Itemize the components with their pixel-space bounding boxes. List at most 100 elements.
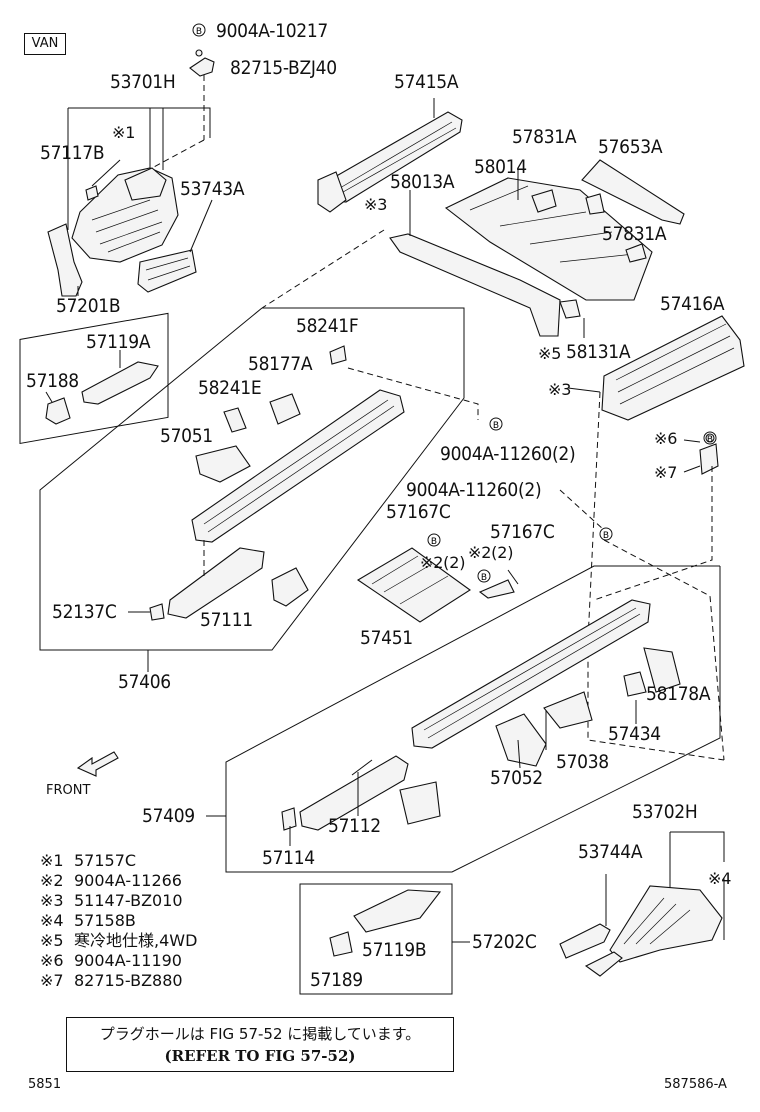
label-9004a-10217[interactable]: 9004A-10217: [216, 20, 328, 42]
part-53701h-drawing: [47, 107, 213, 297]
label-57038[interactable]: 57038: [556, 751, 609, 773]
ref-mark-3-top: ※3: [364, 195, 388, 214]
label-57434[interactable]: 57434: [608, 723, 661, 745]
label-57111[interactable]: 57111: [200, 609, 253, 631]
ref-mark-2-a: ※2(2): [420, 553, 466, 572]
label-57406[interactable]: 57406: [118, 671, 171, 693]
legend-row: ※5 寒冷地仕様,4WD: [40, 931, 197, 951]
svg-text:B: B: [481, 573, 487, 583]
svg-text:B: B: [431, 537, 437, 547]
part-57119b-drawing: [329, 889, 442, 957]
legend-mark: ※5: [40, 931, 64, 950]
label-57451[interactable]: 57451: [360, 627, 413, 649]
label-57201b[interactable]: 57201B: [56, 295, 121, 317]
legend-row: ※2 9004A-11266: [40, 871, 197, 891]
footer-figure-code: 587586-A: [664, 1077, 727, 1092]
label-53744a[interactable]: 53744A: [578, 841, 643, 863]
part-57451-drawing: [356, 547, 519, 623]
part-57409-drawing: [281, 599, 681, 831]
svg-text:B: B: [603, 531, 609, 541]
ref-circles: B B B B B B: [192, 23, 717, 583]
label-57409[interactable]: 57409: [142, 805, 195, 827]
ref-mark-4: ※4: [708, 869, 732, 888]
legend-row: ※3 51147-BZ010: [40, 891, 197, 911]
label-58241e[interactable]: 58241E: [198, 377, 262, 399]
legend-mark: ※2: [40, 871, 64, 890]
ref-mark-3-mid: ※3: [548, 380, 572, 399]
label-53701h[interactable]: 53701H: [110, 71, 176, 93]
label-82715-bzj40[interactable]: 82715-BZJ40: [230, 57, 337, 79]
legend-text: 9004A-11190: [74, 951, 182, 970]
footer-page-code: 5851: [28, 1077, 62, 1092]
note-line-japanese: プラグホールは FIG 57-52 に掲載しています。: [99, 1025, 421, 1043]
legend-mark: ※7: [40, 971, 64, 990]
legend-row: ※1 57157C: [40, 851, 197, 871]
legend-text: 51147-BZ010: [74, 891, 183, 910]
note-box: プラグホールは FIG 57-52 に掲載しています。 (REFER TO FI…: [66, 1017, 454, 1072]
note-line-english: (REFER TO FIG 57-52): [164, 1047, 356, 1065]
vehicle-variant-badge: VAN: [24, 33, 66, 55]
legend-text: 57157C: [74, 851, 137, 870]
legend-text: 9004A-11266: [74, 871, 182, 890]
label-57415a[interactable]: 57415A: [394, 71, 459, 93]
label-53702h[interactable]: 53702H: [632, 801, 698, 823]
legend-row: ※6 9004A-11190: [40, 951, 197, 971]
svg-text:B: B: [493, 421, 499, 431]
label-57189[interactable]: 57189: [310, 969, 363, 991]
part-57119a-drawing: [45, 350, 159, 425]
label-58013a[interactable]: 58013A: [390, 171, 455, 193]
part-58013a-drawing: [389, 189, 647, 337]
label-53743a[interactable]: 53743A: [180, 178, 245, 200]
label-57188[interactable]: 57188: [26, 370, 79, 392]
part-57416a-drawing: [601, 315, 745, 475]
legend-text: 57158B: [74, 911, 136, 930]
label-57051[interactable]: 57051: [160, 425, 213, 447]
part-57406-drawing: [149, 345, 405, 621]
label-57112[interactable]: 57112: [328, 815, 381, 837]
label-57831a-mid[interactable]: 57831A: [602, 223, 667, 245]
legend-text: 82715-BZ880: [74, 971, 183, 990]
legend-mark: ※3: [40, 891, 64, 910]
part-57653a-drawing: [581, 159, 685, 225]
label-58178a[interactable]: 58178A: [646, 683, 711, 705]
label-57653a[interactable]: 57653A: [598, 136, 663, 158]
legend-text: 寒冷地仕様,4WD: [74, 931, 198, 950]
label-9004a-11260-a[interactable]: 9004A-11260(2): [440, 443, 576, 465]
label-57831a-top[interactable]: 57831A: [512, 126, 577, 148]
label-57167c-a[interactable]: 57167C: [386, 501, 451, 523]
part-57415a-drawing: [317, 98, 463, 213]
front-arrow-icon: [76, 751, 119, 777]
label-52137c[interactable]: 52137C: [52, 601, 117, 623]
label-57052[interactable]: 57052: [490, 767, 543, 789]
label-57119a[interactable]: 57119A: [86, 331, 151, 353]
ref-mark-7: ※7: [654, 463, 678, 482]
svg-text:B: B: [196, 27, 202, 37]
legend-mark: ※6: [40, 951, 64, 970]
ref-mark-6: ※6: [654, 429, 678, 448]
legend-mark: ※4: [40, 911, 64, 930]
label-58177a[interactable]: 58177A: [248, 353, 313, 375]
label-57167c-b[interactable]: 57167C: [490, 521, 555, 543]
bracket-82715-drawing: [151, 49, 215, 169]
label-9004a-11260-b[interactable]: 9004A-11260(2): [406, 479, 542, 501]
ref-mark-1: ※1: [112, 123, 136, 142]
leader-lines: [128, 170, 725, 940]
svg-text:B: B: [707, 435, 713, 445]
label-57114[interactable]: 57114: [262, 847, 315, 869]
ref-mark-5: ※5: [538, 344, 562, 363]
legend-mark: ※1: [40, 851, 64, 870]
label-58241f[interactable]: 58241F: [296, 315, 359, 337]
part-53702h-drawing: [559, 874, 723, 977]
front-label: FRONT: [46, 783, 91, 798]
legend-row: ※4 57158B: [40, 911, 197, 931]
reference-legend: ※1 57157C ※2 9004A-11266 ※3 51147-BZ010 ※4 5715…: [40, 851, 197, 991]
label-58131a[interactable]: 58131A: [566, 341, 631, 363]
ref-mark-2-b: ※2(2): [468, 543, 514, 562]
label-57117b[interactable]: 57117B: [40, 142, 105, 164]
label-57416a[interactable]: 57416A: [660, 293, 725, 315]
legend-row: ※7 82715-BZ880: [40, 971, 197, 991]
label-57119b[interactable]: 57119B: [362, 939, 427, 961]
label-57202c[interactable]: 57202C: [472, 931, 537, 953]
label-58014[interactable]: 58014: [474, 156, 527, 178]
